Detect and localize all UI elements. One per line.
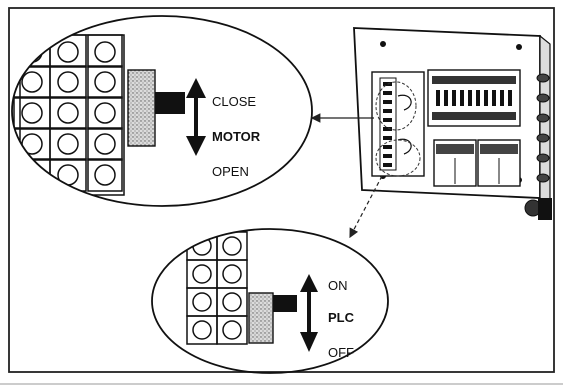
motor-switch-callout: CLOSE MOTOR OPEN xyxy=(11,15,313,207)
plc-switch-lever xyxy=(273,295,297,312)
panel-terminal-strip xyxy=(371,71,425,177)
plc-direction-arrow xyxy=(300,274,318,352)
plc-switch-body xyxy=(248,292,274,344)
motor-direction-arrow xyxy=(186,78,206,156)
plc-leader-arrow xyxy=(349,175,383,239)
plc-switch-callout: ON PLC OFF xyxy=(151,228,389,374)
highlight-motor-switch xyxy=(375,81,417,131)
motor-callout-ellipse xyxy=(11,15,313,207)
motor-terminal-block xyxy=(13,34,125,196)
motor-switch-lever xyxy=(155,92,185,114)
plc-off-label: OFF xyxy=(328,345,354,360)
side-cable-connectors xyxy=(536,73,550,183)
plc-label: PLC xyxy=(328,310,355,325)
control-panel-enclosure xyxy=(353,27,552,220)
plc-module xyxy=(427,69,521,127)
motor-switch-body xyxy=(127,69,156,147)
plc-terminal-block xyxy=(186,231,248,345)
motor-label: MOTOR xyxy=(212,129,261,144)
highlight-plc-switch xyxy=(375,139,421,177)
plc-callout-ellipse xyxy=(151,228,389,374)
motor-close-label: CLOSE xyxy=(212,94,256,109)
plc-on-label: ON xyxy=(328,278,348,293)
panel-knob xyxy=(524,198,552,220)
relay-blocks xyxy=(433,139,521,187)
motor-open-label: OPEN xyxy=(212,164,249,179)
